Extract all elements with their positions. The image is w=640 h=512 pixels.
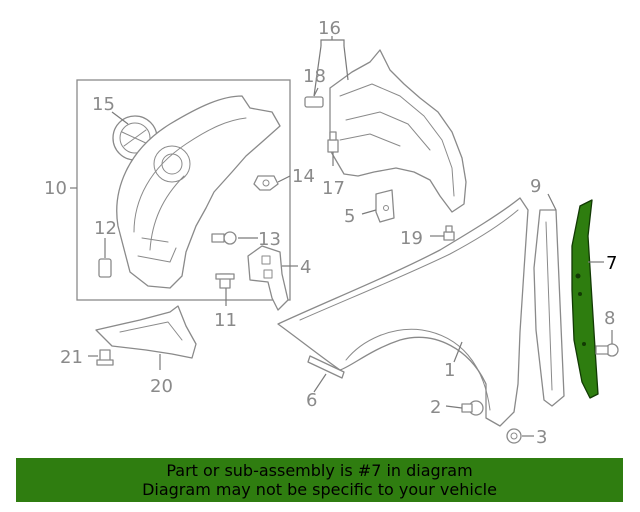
part-2-bolt xyxy=(461,400,484,416)
callout-3: 3 xyxy=(536,427,547,448)
callout-12: 12 xyxy=(94,218,117,239)
callout-7: 7 xyxy=(606,253,617,274)
callout-5: 5 xyxy=(344,206,355,227)
part-18-clip xyxy=(304,96,324,108)
callout-6: 6 xyxy=(306,390,317,411)
part-17-pin xyxy=(327,131,339,153)
banner-line-1: Part or sub-assembly is #7 in diagram xyxy=(166,461,473,480)
callout-2: 2 xyxy=(430,397,441,418)
callout-18: 18 xyxy=(303,66,326,87)
part-12-clip xyxy=(98,258,112,278)
part-10-liner xyxy=(116,95,281,289)
callout-8: 8 xyxy=(604,308,615,329)
callout-1: 1 xyxy=(444,360,455,381)
part-6-strip xyxy=(307,355,345,379)
part-20-bracket xyxy=(95,305,197,359)
part-19-bolt xyxy=(443,225,455,241)
callout-11: 11 xyxy=(214,310,237,331)
part-7-highlighted xyxy=(571,199,599,399)
part-14-nut xyxy=(253,175,279,191)
part-16-rear-liner xyxy=(329,49,467,213)
info-banner: Part or sub-assembly is #7 in diagram Di… xyxy=(16,458,623,502)
part-11-bolt xyxy=(215,273,235,289)
subassembly-box-10 xyxy=(76,79,291,301)
part-13-bolt xyxy=(211,231,237,245)
callout-15: 15 xyxy=(92,94,115,115)
part-21-bolt xyxy=(96,349,114,366)
banner-line-2: Diagram may not be specific to your vehi… xyxy=(142,480,497,499)
part-5-bracket xyxy=(375,189,395,223)
callout-13: 13 xyxy=(258,229,281,250)
part-9-seal xyxy=(533,209,565,407)
callout-19: 19 xyxy=(400,228,423,249)
leader-lines xyxy=(70,36,613,437)
part-8-bolt xyxy=(595,343,619,357)
callout-17: 17 xyxy=(322,178,345,199)
callout-16: 16 xyxy=(318,18,341,39)
part-4-bracket xyxy=(247,245,289,311)
callout-10: 10 xyxy=(44,178,67,199)
part-3-nut xyxy=(506,428,522,444)
callout-21: 21 xyxy=(60,347,83,368)
callout-4: 4 xyxy=(300,257,311,278)
part-1-fender xyxy=(277,197,529,427)
callout-14: 14 xyxy=(292,166,315,187)
callout-20: 20 xyxy=(150,376,173,397)
callout-9: 9 xyxy=(530,176,541,197)
